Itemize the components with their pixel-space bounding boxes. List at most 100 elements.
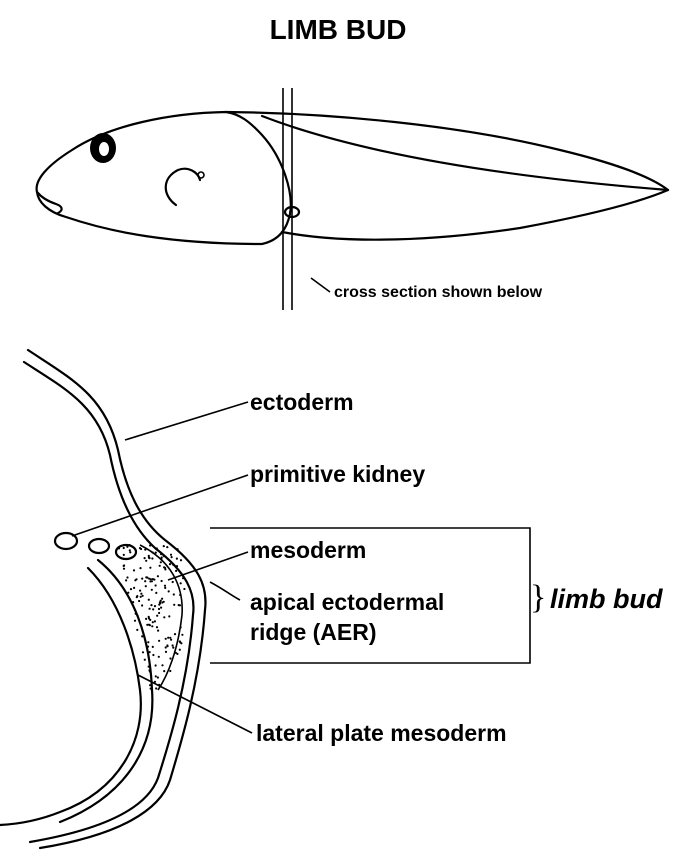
stipple-dot — [180, 626, 182, 628]
stipple-dot — [155, 687, 157, 689]
label-aer-line1: apical ectodermal — [250, 589, 444, 615]
stipple-dot — [161, 664, 163, 666]
stipple-dot — [166, 644, 168, 646]
stipple-dot — [155, 675, 157, 677]
stipple-dot — [173, 604, 175, 606]
stipple-dot — [179, 640, 181, 642]
stipple-dot — [178, 604, 180, 606]
stipple-dot — [172, 564, 174, 566]
label-aer-line2: ridge (AER) — [250, 619, 377, 645]
stipple-dot — [149, 669, 151, 671]
stipple-dot — [152, 621, 154, 623]
stipple-dot — [180, 582, 182, 584]
stipple-dot — [157, 676, 159, 678]
mesoderm-leader — [168, 552, 248, 580]
stipple-dot — [176, 558, 178, 560]
stipple-dot — [129, 549, 131, 551]
stipple-dot — [152, 654, 154, 656]
stipple-dot — [134, 620, 136, 622]
stipple-dot — [157, 630, 159, 632]
brace-glyph: } — [530, 579, 546, 616]
stipple-dot — [169, 657, 171, 659]
stipple-dot — [141, 635, 143, 637]
stipple-dot — [163, 545, 165, 547]
stipple-dot — [151, 589, 153, 591]
kidney-leader — [72, 475, 248, 536]
stipple-dot — [155, 592, 157, 594]
stipple-dot — [161, 598, 163, 600]
stipple-dot — [151, 557, 153, 559]
ectoderm-leader — [125, 402, 248, 440]
stipple-dot — [141, 578, 143, 580]
stipple-dot — [165, 638, 167, 640]
stipple-dot — [151, 625, 153, 627]
stipple-dot — [174, 633, 176, 635]
label-primitive-kidney: primitive kidney — [250, 461, 425, 487]
stipple-dot — [169, 670, 171, 672]
stipple-dot — [181, 634, 183, 636]
stipple-dot — [163, 670, 165, 672]
stipple-dot — [148, 666, 150, 668]
stipple-dot — [170, 554, 172, 556]
stipple-dot — [169, 563, 171, 565]
stipple-dot — [145, 560, 147, 562]
stipple-dot — [179, 594, 181, 596]
stipple-dot — [140, 593, 142, 595]
stipple-dot — [168, 590, 170, 592]
stipple-dot — [147, 646, 149, 648]
stipple-dot — [172, 644, 174, 646]
stipple-dot — [155, 552, 157, 554]
stipple-dot — [160, 561, 162, 563]
stipple-dot — [133, 587, 135, 589]
stipple-dot — [149, 544, 151, 546]
stipple-dot — [164, 587, 166, 589]
stipple-dot — [179, 649, 181, 651]
stipple-dot — [148, 599, 150, 601]
stipple-dot — [123, 547, 125, 549]
stipple-dot — [149, 619, 151, 621]
section-label: cross section shown below — [334, 284, 543, 301]
stipple-dot — [166, 546, 168, 548]
stipple-dot — [156, 547, 158, 549]
stipple-dot — [177, 548, 179, 550]
stipple-dot — [161, 556, 163, 558]
kidney-oval-3 — [116, 545, 136, 559]
stipple-dot — [148, 616, 150, 618]
stipple-dot — [140, 596, 142, 598]
stipple-dot — [172, 581, 174, 583]
tadpole-illustration: cross section shown below — [37, 88, 668, 310]
stipple-dot — [173, 593, 175, 595]
stipple-dot — [158, 608, 160, 610]
stipple-dot — [150, 604, 152, 606]
stipple-dot — [147, 641, 149, 643]
stipple-dot — [140, 548, 142, 550]
stipple-dot — [144, 580, 146, 582]
stipple-dot — [170, 639, 172, 641]
stipple-dot — [149, 567, 151, 569]
label-ectoderm: ectoderm — [250, 389, 354, 415]
diagram-title: LIMB BUD — [270, 14, 407, 45]
stipple-dot — [157, 575, 159, 577]
stipple-dot — [136, 595, 138, 597]
stipple-dot — [148, 556, 150, 558]
stipple-dot — [139, 567, 141, 569]
stipple-dot — [139, 590, 141, 592]
stipple-dot — [149, 651, 151, 653]
stipple-dot — [164, 585, 166, 587]
stipple-dot — [148, 624, 150, 626]
stipple-dot — [133, 569, 135, 571]
stipple-dot — [160, 600, 162, 602]
label-lateral-plate-mesoderm: lateral plate mesoderm — [256, 720, 507, 746]
stipple-dot — [126, 576, 128, 578]
stipple-dot — [127, 592, 129, 594]
stipple-dot — [129, 551, 131, 553]
stipple-dot — [176, 565, 178, 567]
stipple-dot — [142, 651, 144, 653]
stipple-dot — [160, 607, 162, 609]
stipple-dot — [130, 588, 132, 590]
stipple-dot — [172, 647, 174, 649]
stipple-dot — [145, 618, 147, 620]
stipple-dot — [161, 580, 163, 582]
stipple-dot — [134, 579, 136, 581]
stipple-dot — [149, 684, 151, 686]
